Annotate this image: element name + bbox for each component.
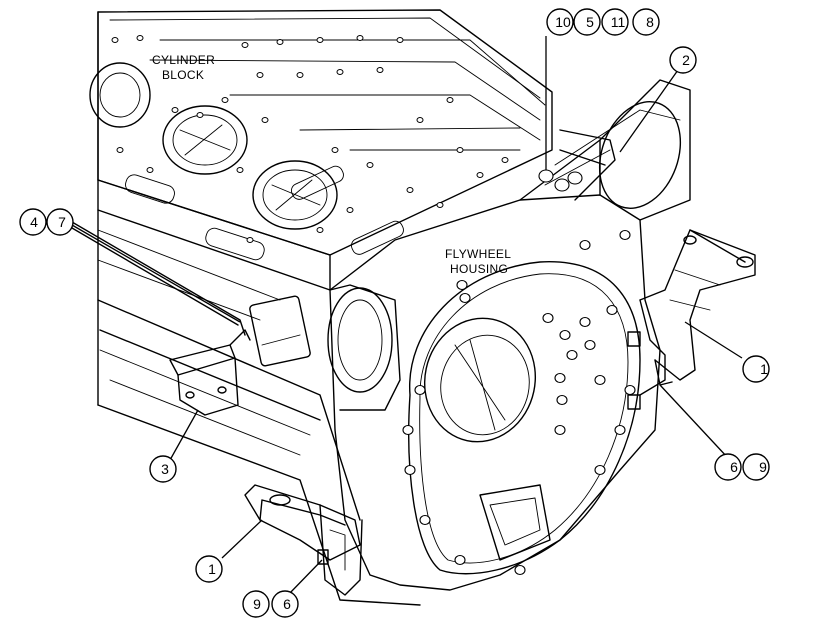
bolt-hole (241, 42, 249, 48)
housing-bolt (404, 464, 416, 476)
bolt-hole (246, 237, 254, 243)
bolt-hole (456, 147, 464, 153)
housing-bolt (554, 424, 566, 436)
svg-text:11: 11 (611, 14, 626, 30)
housing-bolt (514, 564, 526, 576)
bolt-hole (261, 117, 269, 123)
housing-bolt (456, 279, 468, 291)
housing-bolt (594, 374, 606, 386)
flywheel-housing (327, 79, 691, 591)
callout-4: 4 (19, 208, 47, 236)
flywheel-housing-label: FLYWHEEL (445, 247, 511, 261)
svg-text:7: 7 (58, 214, 66, 230)
housing-bolt (454, 554, 466, 566)
cylinder-block (89, 9, 553, 606)
svg-text:10: 10 (555, 14, 571, 30)
bolt-hole (406, 187, 414, 193)
svg-text:9: 9 (253, 596, 261, 612)
bolt-hole (276, 39, 284, 45)
callout-11: 11 (601, 8, 629, 36)
bolt-hole (316, 37, 324, 43)
callout-9-bottom: 9 (242, 590, 270, 618)
bolt-hole (396, 37, 404, 43)
bolt-hole (236, 167, 244, 173)
bolt-hole (416, 117, 424, 123)
svg-text:1: 1 (760, 361, 768, 377)
bolt-hole (336, 69, 344, 75)
side-bracket (169, 329, 251, 416)
svg-text:4: 4 (30, 214, 38, 230)
callout-1-bottom: 1 (195, 555, 223, 583)
housing-bolt (402, 424, 414, 436)
callout-3: 3 (149, 455, 177, 483)
bolt-hole (136, 35, 144, 41)
callout-6-bottom: 6 (271, 590, 299, 618)
callout-7: 7 (46, 208, 74, 236)
flywheel-housing-label-line2: HOUSING (450, 262, 508, 276)
svg-text:5: 5 (586, 14, 594, 30)
bolt-hole (366, 162, 374, 168)
housing-bolt (414, 384, 426, 396)
housing-bolt (459, 292, 471, 304)
bolt-hole (356, 35, 364, 41)
housing-bolt (584, 339, 596, 351)
callout-1-right: 1 (742, 355, 770, 383)
housing-bolt (566, 349, 578, 361)
callout-9-right: 9 (742, 453, 770, 481)
cylinder-block-label: CYLINDER (152, 53, 215, 67)
housing-bolt (579, 316, 591, 328)
svg-text:2: 2 (682, 52, 690, 68)
bolt-hole (376, 67, 384, 73)
svg-text:6: 6 (283, 596, 291, 612)
cylinder-block-label-line2: BLOCK (162, 68, 204, 82)
bolt-hole (446, 97, 454, 103)
svg-text:6: 6 (730, 459, 738, 475)
svg-text:3: 3 (161, 461, 169, 477)
callout-10: 10 (546, 8, 574, 36)
svg-text:9: 9 (759, 459, 767, 475)
housing-bolt (619, 229, 631, 241)
housing-bolt (624, 384, 636, 396)
bolt-hole (116, 147, 124, 153)
bolt-hole (501, 157, 509, 163)
callout-2: 2 (669, 46, 697, 74)
bolt-hole (221, 97, 229, 103)
bolt-hole (146, 167, 154, 173)
svg-text:8: 8 (646, 14, 654, 30)
engine-mount-right (639, 229, 756, 386)
bolt-hole (171, 107, 179, 113)
housing-bolt (556, 394, 568, 406)
bolt-hole (256, 72, 264, 78)
oil-line-tube (71, 221, 311, 367)
housing-bolt (606, 304, 618, 316)
housing-bolt (419, 514, 431, 526)
callout-8: 8 (632, 8, 660, 36)
housing-bolt (554, 372, 566, 384)
housing-bolt (542, 312, 554, 324)
housing-bolt (614, 424, 626, 436)
bolt-hole (316, 227, 324, 233)
housing-bolt (559, 329, 571, 341)
bolt-hole (296, 72, 304, 78)
bolt-hole (111, 37, 119, 43)
svg-text:1: 1 (208, 561, 216, 577)
housing-bolt (594, 464, 606, 476)
bolt-hole (196, 112, 204, 118)
callout-6-right: 6 (714, 453, 742, 481)
housing-bolt (579, 239, 591, 251)
bolt-hole (476, 172, 484, 178)
callout-5: 5 (573, 8, 601, 36)
bolt-hole (331, 147, 339, 153)
engine-mount-bottom (244, 484, 363, 596)
bolt-hole (346, 207, 354, 213)
bolt-hole (436, 202, 444, 208)
leader-lines (71, 36, 743, 596)
